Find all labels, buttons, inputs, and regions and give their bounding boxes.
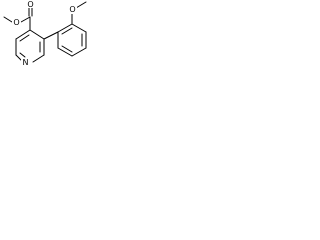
bond-phenyl-inner-c [61,45,73,53]
carbonyl-oxygen-label-background [26,0,35,8]
bond-phenyl-inner-a [61,27,73,35]
bond-phenyl-4-5 [71,47,87,57]
bond-ether-oxygen-methyl [75,1,87,9]
bond-pyridine-c5-c6 [32,54,45,63]
bond-ester-oxygen-carbonyl-carbon [20,16,31,23]
ester-oxygen-label: O [13,18,19,27]
bond-pyridine-inner-a [19,34,30,42]
bond-pyridine-inner-c [19,52,26,58]
bond-pyridine-c3-c3a [15,29,31,40]
ester-oxygen-label-background [12,18,21,27]
carbonyl-oxygen-label: O [27,0,33,9]
atom-labels: O O N O [12,0,77,67]
bond-phenyl-5-6 [57,47,73,57]
ring-nitrogen-label-background [21,58,30,67]
chemical-structure-diagram: O O N O [3,0,87,67]
ring-nitrogen-label: N [23,58,29,67]
ether-oxygen-label: O [69,5,75,14]
bonds [3,1,87,63]
ether-oxygen-label-background [68,5,77,14]
bond-phenyl-2-3 [71,23,87,33]
bond-phenyl-1-2 [57,23,73,33]
bond-biaryl [43,31,59,40]
bond-methyl-ester-oxygen [3,16,13,23]
bond-pyridine-c3-c4 [29,29,45,40]
